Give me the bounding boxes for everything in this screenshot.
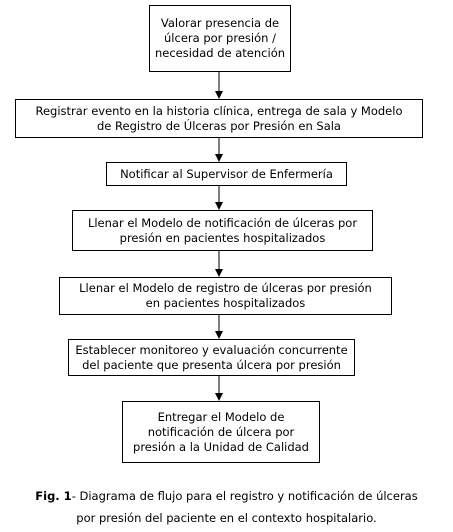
step-monitoreo: Establecer monitoreo y evaluación concur… — [68, 339, 355, 376]
step-registrar-evento: Registrar evento en la historia clínica,… — [15, 99, 423, 138]
step-line: presión a la Unidad de Calidad — [133, 439, 309, 454]
step-valorar: Valorar presencia de úlcera por presión … — [149, 5, 291, 72]
caption-line-1: Fig. 1- Diagrama de flujo para el regist… — [0, 485, 453, 507]
step-line: notificación de úlcera por — [147, 424, 295, 439]
step-line: del paciente que presenta úlcera por pre… — [82, 357, 341, 372]
caption-label: Fig. 1 — [35, 489, 72, 503]
step-entregar-modelo: Entregar el Modelo de notificación de úl… — [122, 401, 320, 463]
step-line: Valorar presencia de — [160, 16, 280, 30]
step-line: Establecer monitoreo y evaluación concur… — [75, 342, 348, 357]
figure-caption: Fig. 1- Diagrama de flujo para el regist… — [0, 485, 453, 529]
step-notificar-supervisor: Notificar al Supervisor de Enfermería — [106, 162, 347, 186]
step-line: Llenar el Modelo de registro de úlceras … — [79, 281, 372, 295]
step-line: Registrar evento en la historia clínica,… — [35, 103, 403, 118]
step-line: presión en pacientes hospitalizados — [119, 230, 326, 245]
step-line: Llenar el Modelo de notificación de úlce… — [87, 215, 358, 230]
step-line: en pacientes hospitalizados — [145, 296, 306, 310]
caption-text-2: por presión del paciente en el contexto … — [76, 511, 377, 525]
caption-text-1: - Diagrama de flujo para el registro y n… — [71, 489, 418, 503]
step-line: Notificar al Supervisor de Enfermería — [120, 166, 333, 181]
step-line: úlcera por presión / — [164, 31, 276, 45]
step-llenar-notificacion: Llenar el Modelo de notificación de úlce… — [72, 210, 373, 251]
step-llenar-registro: Llenar el Modelo de registro de úlceras … — [59, 277, 392, 315]
step-line: de Registro de Úlceras por Presión en Sa… — [97, 118, 341, 133]
step-line: Entregar el Modelo de — [157, 409, 285, 424]
step-line: necesidad de atención — [154, 46, 286, 60]
